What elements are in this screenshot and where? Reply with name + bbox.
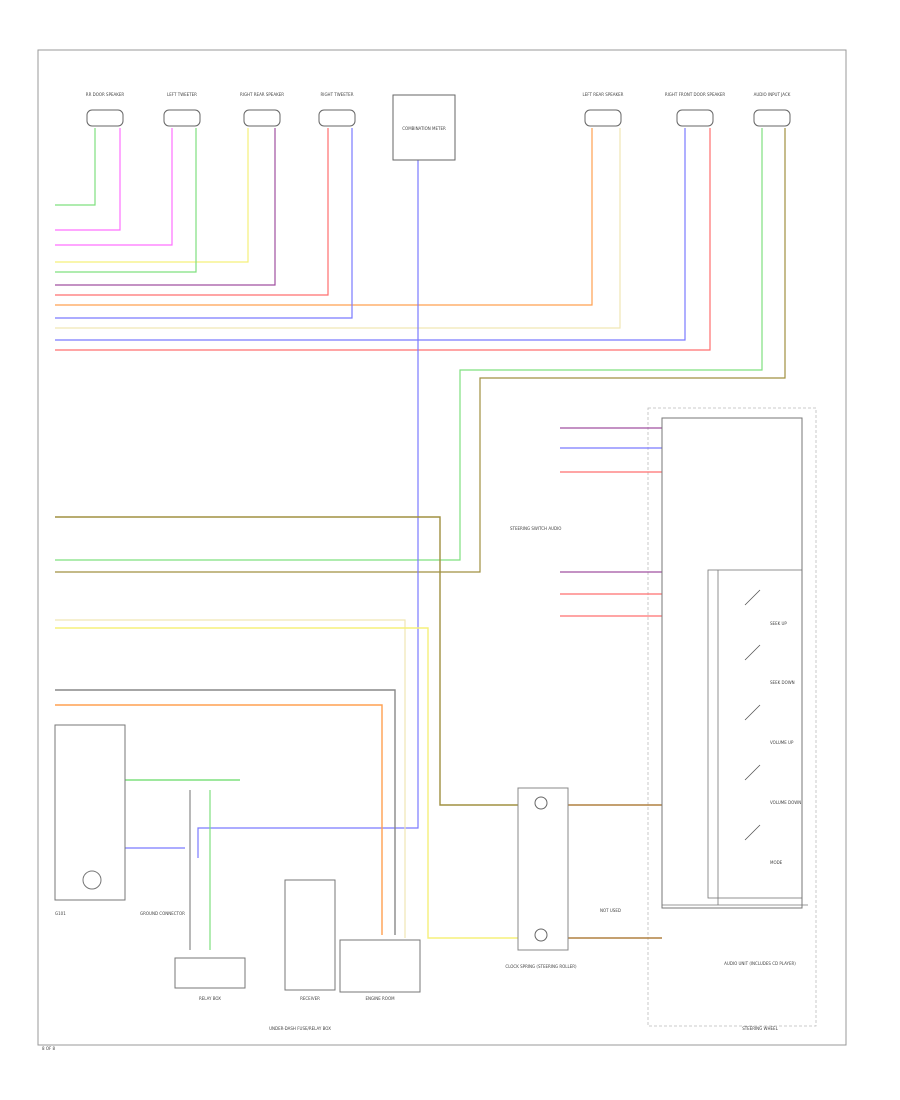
svg-text:VOLUME DOWN: VOLUME DOWN bbox=[770, 800, 801, 805]
wire-blu bbox=[55, 128, 353, 319]
wire-yel bbox=[55, 128, 249, 263]
ground-left-label: G101 bbox=[55, 911, 66, 916]
wire-gry bbox=[55, 619, 406, 938]
clock-spring-bottom bbox=[534, 928, 548, 942]
wire-blk bbox=[55, 689, 396, 935]
clock-spring-top bbox=[534, 796, 548, 810]
wire-pnk-clock bbox=[55, 627, 518, 939]
wire-vio-red bbox=[55, 128, 276, 286]
engine-room-box bbox=[339, 939, 421, 993]
receiver-box bbox=[284, 879, 336, 991]
fuse-box-label: UNDER-DASH FUSE/RELAY BOX bbox=[269, 1026, 331, 1031]
svg-text:SEEK DOWN: SEEK DOWN bbox=[770, 680, 795, 685]
steering-wheel-frame bbox=[647, 407, 817, 1027]
ground-connector-label: GROUND CONNECTOR bbox=[140, 911, 185, 916]
connector-label-c8: AUDIO INPUT JACK bbox=[754, 92, 791, 97]
wire-lt-grn-red bbox=[55, 128, 763, 561]
wire-lt-grn bbox=[55, 128, 96, 206]
top-connectors: RR DOOR SPEAKER LEFT TWEETER RIGHT REAR SP… bbox=[86, 92, 791, 127]
wire-grn-wht bbox=[55, 128, 621, 329]
svg-text:MODE: MODE bbox=[770, 860, 783, 865]
connector-label-c7: RIGHT FRONT DOOR SPEAKER bbox=[665, 92, 726, 97]
diagram-frame bbox=[37, 49, 847, 1046]
steering-wheel-legend: STEERING WHEEL bbox=[742, 1026, 778, 1031]
wire-pnk-1 bbox=[55, 128, 121, 231]
clock-spring-box bbox=[517, 787, 569, 951]
wire-red bbox=[55, 128, 329, 296]
engine-room-label: ENGINE ROOM bbox=[365, 996, 395, 1001]
wire-yel-red bbox=[55, 704, 383, 935]
wire-red-2 bbox=[55, 128, 711, 351]
wire-lt-grn-2 bbox=[55, 128, 197, 273]
wire-red-yel bbox=[55, 128, 593, 306]
svg-text:VOLUME UP: VOLUME UP bbox=[770, 740, 794, 745]
receiver-box-label: RECEIVER bbox=[300, 996, 320, 1001]
switch-seek-up: SEEK UP bbox=[744, 589, 787, 626]
wire-harness bbox=[55, 128, 808, 950]
connector-label-c6: LEFT REAR SPEAKER bbox=[583, 92, 624, 97]
connector-c4 bbox=[318, 109, 356, 127]
switch-seek-down: SEEK DOWN bbox=[744, 644, 795, 685]
antenna-amplifier-box bbox=[392, 94, 456, 161]
wire-grn-wht-long bbox=[55, 516, 518, 806]
connector-c8 bbox=[753, 109, 791, 127]
antenna-amplifier-label: COMBINATION METER bbox=[402, 126, 446, 131]
wire-blu-2 bbox=[55, 128, 686, 341]
connector-c3 bbox=[243, 109, 281, 127]
connector-c7 bbox=[676, 109, 714, 127]
connector-c1 bbox=[86, 109, 124, 127]
connector-c6 bbox=[584, 109, 622, 127]
connector-c2 bbox=[163, 109, 201, 127]
not-used-label: NOT USED bbox=[600, 908, 621, 913]
audio-unit-legend: AUDIO UNIT (INCLUDES CD PLAYER) bbox=[724, 961, 796, 966]
connector-label-c4: RIGHT TWEETER bbox=[321, 92, 354, 97]
steering-audio-label: STEERING SWITCH AUDIO bbox=[510, 526, 561, 531]
steering-switch-block bbox=[661, 417, 803, 909]
wire-antenna bbox=[197, 160, 419, 858]
svg-text:SEEK UP: SEEK UP bbox=[770, 621, 787, 626]
connector-label-c3: RIGHT REAR SPEAKER bbox=[240, 92, 284, 97]
relay-box-label: RELAY BOX bbox=[199, 996, 221, 1001]
relay-box bbox=[174, 957, 246, 989]
audio-unit-box bbox=[54, 724, 126, 901]
wire-pnk-2 bbox=[55, 128, 173, 246]
connector-label-c1: RR DOOR SPEAKER bbox=[86, 92, 125, 97]
audio-remote-switch-outline bbox=[707, 569, 803, 899]
audio-unit-speaker bbox=[82, 870, 102, 890]
page-ref: 8 OF 8 bbox=[42, 1046, 56, 1051]
wire-yel-blk bbox=[55, 128, 786, 573]
switch-mode: MODE bbox=[744, 824, 783, 865]
connector-label-c2: LEFT TWEETER bbox=[167, 92, 197, 97]
switch-volume-up: VOLUME UP bbox=[744, 704, 794, 745]
clock-spring-label: CLOCK SPRING (STEERING ROLLER) bbox=[505, 964, 577, 969]
switch-volume-down: VOLUME DOWN bbox=[744, 764, 801, 805]
